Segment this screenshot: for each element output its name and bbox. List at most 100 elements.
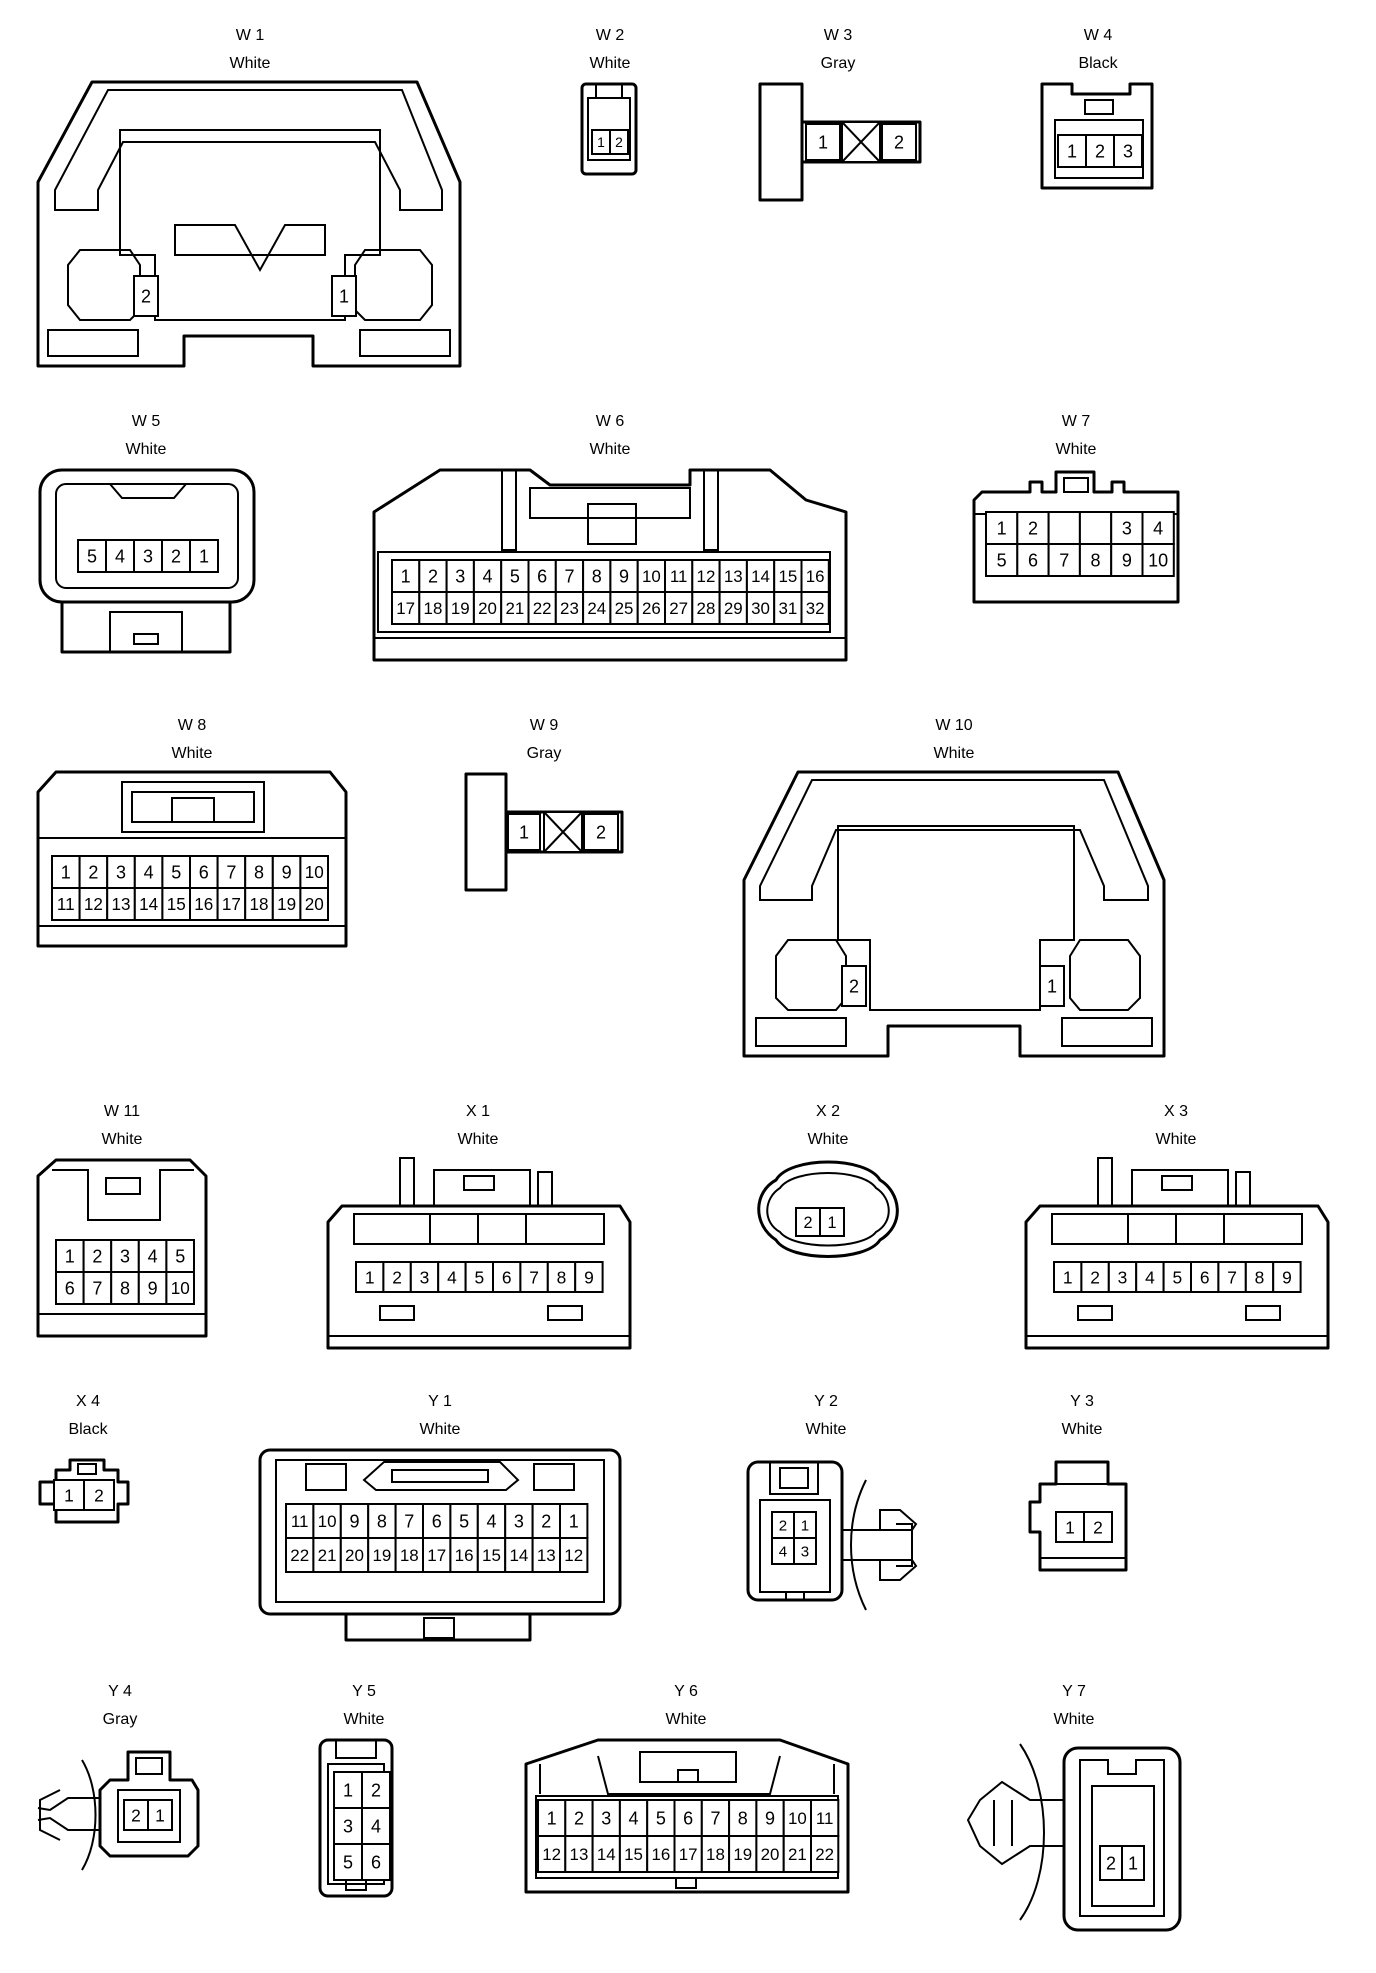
pin-number: 10 [171, 1279, 190, 1298]
pin-number: 8 [254, 862, 264, 882]
pin-number: 8 [1255, 1267, 1265, 1287]
pin-cell [1083, 1511, 1113, 1543]
pin-number: 8 [592, 566, 602, 586]
pin-cell [133, 539, 163, 573]
pin-number: 17 [427, 1546, 446, 1565]
pin-number: 1 [1067, 141, 1077, 161]
pin-number: 13 [570, 1845, 589, 1864]
pin-cell [476, 1537, 507, 1573]
pin-number: 1 [401, 566, 411, 586]
connector-color: White [934, 745, 975, 762]
pin-number: 3 [801, 1543, 809, 1560]
pin-number: 10 [305, 863, 324, 882]
pin-cell [591, 1799, 621, 1837]
pin-number: 6 [1200, 1267, 1210, 1287]
pin-number: 3 [1118, 1267, 1128, 1287]
pin-number: 9 [584, 1267, 594, 1287]
connector-Y4 [37, 1750, 200, 1871]
pin-number: 4 [148, 1246, 158, 1266]
pin-cell [1016, 543, 1050, 577]
pin-number: 4 [629, 1808, 639, 1828]
connector-code: X 2 [816, 1103, 840, 1120]
pin-cell [1039, 965, 1065, 1007]
pin-cell [244, 887, 274, 921]
pin-cell [331, 275, 357, 317]
pin-number: 5 [1172, 1267, 1182, 1287]
pin-number: 14 [139, 895, 158, 914]
connector-Y2 [746, 1460, 918, 1611]
connector-color: White [808, 1131, 849, 1148]
pin-cell [147, 1799, 173, 1831]
pin-number: 1 [519, 822, 529, 842]
pin-cell [55, 1271, 85, 1305]
pin-number: 15 [624, 1845, 643, 1864]
pin-cell [559, 1503, 589, 1539]
pin-number: 8 [377, 1511, 387, 1531]
pin-number: 5 [171, 862, 181, 882]
connector-color: Black [68, 1421, 108, 1438]
pin-number: 2 [1095, 141, 1105, 161]
pin-number: 14 [597, 1845, 616, 1864]
pin-cell [618, 1799, 649, 1837]
pin-number: 9 [765, 1808, 775, 1828]
pin-number: 12 [542, 1845, 561, 1864]
pin-number: 32 [806, 599, 825, 618]
pin-number: 2 [94, 1485, 104, 1505]
pin-number: 5 [343, 1852, 353, 1872]
pin-number: 1 [597, 134, 605, 150]
pin-cell [810, 1799, 840, 1837]
pin-number: 21 [505, 599, 524, 618]
pin-cell [1047, 543, 1081, 577]
pin-number: 11 [57, 895, 75, 914]
pin-cell [609, 129, 629, 155]
connector-Y7 [966, 1743, 1182, 1932]
pin-number: 1 [827, 1214, 836, 1232]
pin-number: 20 [345, 1546, 364, 1565]
pin-number: 11 [670, 567, 688, 586]
pin-cell [507, 813, 541, 851]
pin-cell [391, 559, 421, 593]
pin-number: 4 [447, 1267, 457, 1287]
pin-number: 18 [249, 895, 268, 914]
pin-number: 15 [482, 1546, 501, 1565]
pin-cell [165, 1239, 195, 1273]
pin-number: 2 [779, 1517, 787, 1534]
pin-number: 6 [1028, 550, 1038, 570]
connector-code: W 5 [132, 413, 161, 430]
pin-number: 7 [710, 1808, 720, 1828]
pin-number: 8 [738, 1808, 748, 1828]
pin-cell [527, 559, 557, 593]
connector-color: Black [1078, 55, 1118, 72]
connector-W11 [36, 1158, 208, 1338]
pin-number: 2 [392, 1267, 402, 1287]
connector-color: Gray [821, 55, 856, 72]
pin-cell [271, 887, 302, 921]
pin-cell [782, 1835, 813, 1873]
pin-number: 19 [451, 599, 470, 618]
pin-cell [299, 855, 329, 889]
pin-number: 3 [343, 1816, 353, 1836]
connector-color: White [230, 55, 271, 72]
pin-cell [1162, 1261, 1192, 1293]
connector-color: White [590, 441, 631, 458]
pin-number: 18 [424, 599, 443, 618]
connector-code: X 4 [76, 1393, 100, 1410]
connector-code: Y 5 [352, 1683, 376, 1700]
pin-number: 7 [404, 1511, 414, 1531]
connector-code: Y 4 [108, 1683, 132, 1700]
pin-cell [582, 591, 612, 625]
pin-number: 14 [751, 567, 770, 586]
pin-cell [810, 1835, 840, 1873]
pin-cell [53, 1479, 85, 1511]
pin-cell [1244, 1261, 1275, 1293]
pin-number: 7 [92, 1278, 102, 1298]
pin-number: 22 [290, 1546, 309, 1565]
pin-number: 1 [569, 1511, 579, 1531]
connector-code: W 6 [596, 413, 625, 430]
pin-number: 7 [226, 862, 236, 882]
pin-cell [646, 1835, 676, 1873]
pin-number: 2 [574, 1808, 584, 1828]
pin-number: 5 [87, 546, 97, 566]
pin-cell [805, 123, 841, 161]
pin-cell [437, 1261, 467, 1293]
